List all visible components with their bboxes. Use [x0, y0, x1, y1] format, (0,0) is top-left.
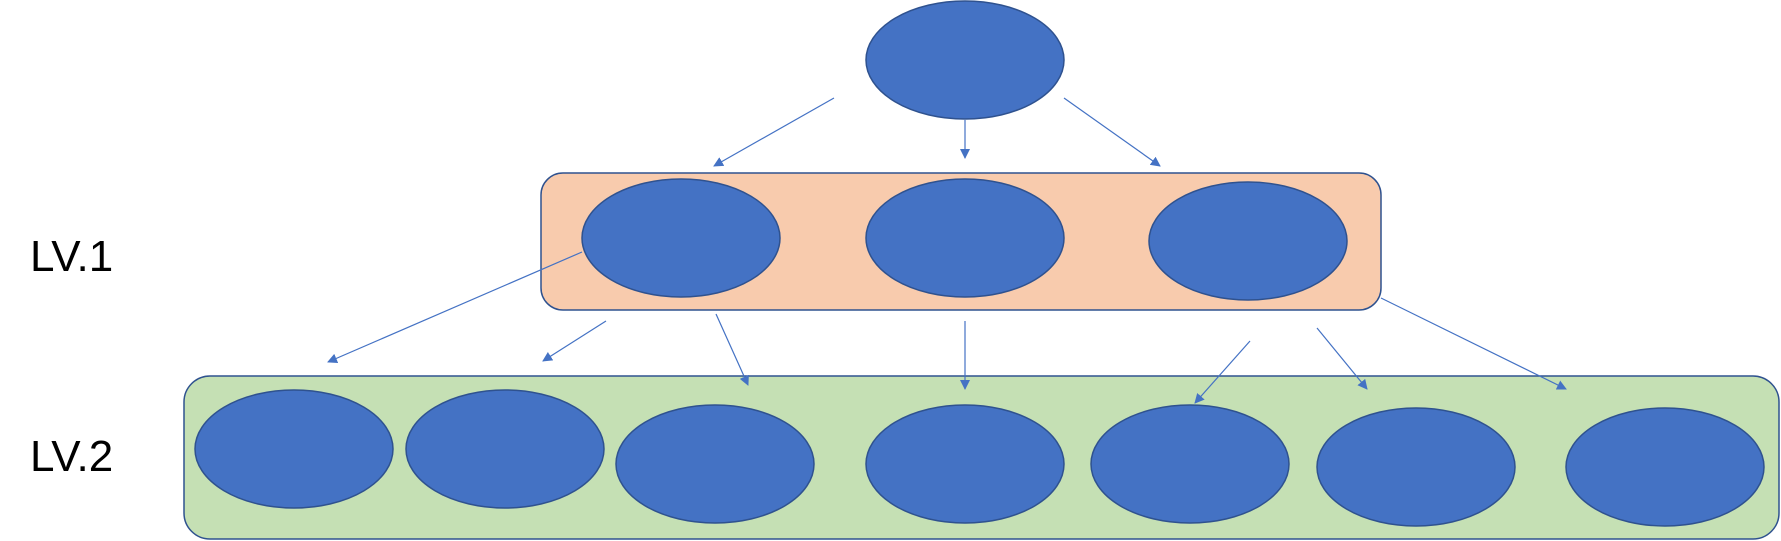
level1-node [1148, 181, 1348, 301]
level1-node [865, 178, 1065, 298]
arrow-level1-to-level2 [542, 320, 607, 362]
level2-node [865, 404, 1065, 524]
arrow-root-to-level1 [713, 97, 835, 167]
arrow-level1-to-level2 [1380, 297, 1567, 390]
level2-label: LV.2 [30, 432, 114, 481]
arrow-level1-to-level2 [715, 313, 749, 386]
arrow-level1-to-level2 [327, 251, 583, 364]
arrow-root-to-level1 [1063, 97, 1161, 167]
arrow-level1-to-level2 [1194, 340, 1251, 404]
level1-node [581, 178, 781, 298]
level2-node [615, 404, 815, 524]
level2-node [1316, 407, 1516, 527]
level1-label: LV.1 [30, 232, 114, 281]
arrow-level1-to-level2 [1316, 327, 1368, 390]
root-node [865, 0, 1065, 120]
level2-node [194, 389, 394, 509]
level2-node [405, 389, 605, 509]
level2-node [1565, 407, 1765, 527]
level2-node [1090, 404, 1290, 524]
